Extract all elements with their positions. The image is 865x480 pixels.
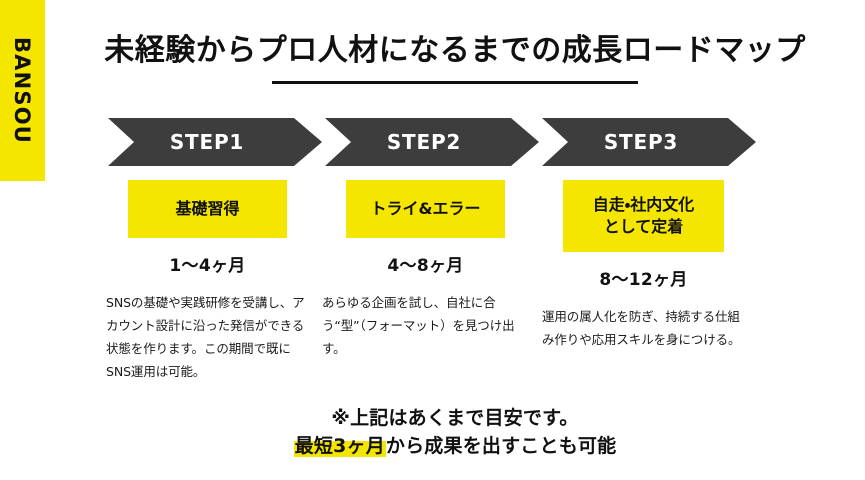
- step-description-1: SNSの基礎や実践研修を受講し、アカウント設計に沿った発信ができる状態を作ります…: [106, 295, 305, 380]
- step-description-2: あらゆる企画を試し、自社に合う“型”（フォーマット）を見つけ出す。: [322, 295, 515, 357]
- phase-label-1: 基礎習得: [175, 199, 240, 219]
- phase-badge-2: トライ&エラー: [346, 180, 505, 238]
- duration-label-2: 4〜8ヶ月: [387, 256, 464, 276]
- step-arrow-2: STEP2: [325, 118, 539, 166]
- step-arrow-1: STEP1: [108, 118, 322, 166]
- footer-note-line-2-rest: から成果を出すことも可能: [385, 434, 617, 457]
- footer-note-line-2: 最短3ヶ月から成果を出すことも可能: [45, 433, 865, 461]
- step-detail-columns: 基礎習得 1〜4ヶ月 SNSの基礎や実践研修を受講し、アカウント設計に沿った発信…: [100, 180, 765, 395]
- page-title-block: 未経験からプロ人材になるまでの成長ロードマップ: [45, 33, 865, 84]
- step-arrow-row: STEP1 STEP2 STEP3: [108, 118, 758, 166]
- step-arrow-label-3: STEP3: [603, 130, 679, 154]
- step-column-3: 自走・社内文化 として定着 8〜12ヶ月 運用の属人化を防ぎ、持続する仕組み作り…: [536, 180, 751, 351]
- phase-label-2: トライ&エラー: [370, 199, 481, 219]
- phase-badge-3: 自走・社内文化 として定着: [563, 180, 724, 252]
- duration-label-3: 8〜12ヶ月: [599, 270, 688, 290]
- duration-label-1: 1〜4ヶ月: [169, 256, 246, 276]
- brand-sidebar: BANSOU: [0, 0, 45, 181]
- page-title: 未経験からプロ人材になるまでの成長ロードマップ: [104, 33, 806, 68]
- footer-note-line-1: ※上記はあくまで目安です。: [331, 407, 579, 429]
- step-arrow-3: STEP3: [542, 118, 756, 166]
- step-arrow-label-1: STEP1: [169, 130, 245, 154]
- footer-note: ※上記はあくまで目安です。 最短3ヶ月から成果を出すことも可能: [45, 405, 865, 460]
- step-arrow-label-2: STEP2: [386, 130, 462, 154]
- footer-highlight: 最短3ヶ月: [293, 434, 386, 457]
- phase-badge-1: 基礎習得: [128, 180, 287, 238]
- brand-name: BANSOU: [10, 36, 35, 145]
- phase-label-3: 自走・社内文化 として定着: [592, 195, 695, 236]
- step-column-2: トライ&エラー 4〜8ヶ月 あらゆる企画を試し、自社に合う“型”（フォーマット）…: [318, 180, 533, 360]
- step-column-1: 基礎習得 1〜4ヶ月 SNSの基礎や実践研修を受講し、アカウント設計に沿った発信…: [100, 180, 315, 384]
- title-underline: [272, 81, 638, 84]
- step-description-3: 運用の属人化を防ぎ、持続する仕組み作りや応用スキルを身につける。: [542, 309, 741, 348]
